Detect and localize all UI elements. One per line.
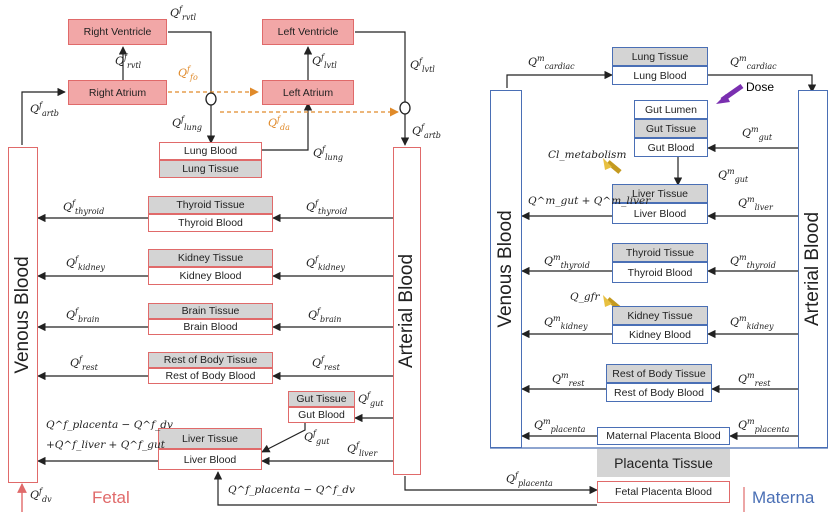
flow-label-gut-in: Qfgut [358,391,384,408]
maternal-lung-blood: Lung Blood [612,66,708,85]
flow-label-gut-out: Qfgut [304,429,330,446]
flow-label-m-cardiac-left: Qmcardiac [528,54,575,71]
fetal-arterial-blood: Arterial Blood [393,147,421,475]
flow-label-m-rest-left: Qmrest [552,371,585,388]
maternal-rest-tissue: Rest of Body Tissue [606,364,712,383]
flow-label-m-gut2: Qmgut [718,167,749,184]
flow-label-lvtl-left: Qflvtl [312,53,337,70]
flow-label-thyroid-right: Qfthyroid [306,199,348,216]
metabolism-arrow [606,160,622,174]
flow-label-rvtl: Qfrvtl [115,53,142,70]
fetal-kidney-blood: Kidney Blood [148,267,273,285]
flow-label-artb-right: Qfartb [412,123,441,140]
fetal-liver-blood: Liver Blood [158,449,262,470]
flow-label-m-rest-right: Qmrest [738,371,771,388]
clearance-metabolism-label: Cl_metabolism [548,149,627,161]
maternal-arterial-blood: Arterial Blood [798,90,828,448]
fetal-liver-out-line1: Q^f_placenta − Q^f_dv [46,419,173,431]
fetal-kidney-tissue: Kidney Tissue [148,249,273,267]
flow-label-brain-right: Qfbrain [308,307,342,324]
flow-label-kidney-left: Qfkidney [66,255,105,272]
flow-label-rvtl-top: Qfrvtl [170,5,197,22]
fetal-brain-tissue: Brain Tissue [148,303,273,319]
flow-label-rest-left: Qfrest [70,355,98,372]
flow-label-m-thyroid-left: Qmthyroid [544,253,590,270]
maternal-gut-tissue: Gut Tissue [634,119,708,138]
maternal-thyroid-tissue: Thyroid Tissue [612,243,708,262]
flow-label-m-kidney-left: Qmkidney [544,314,588,331]
fetal-right-atrium: Right Atrium [68,80,167,105]
flow-label-m-placenta-left: Qmplacenta [534,417,586,434]
fetal-gut-blood: Gut Blood [288,407,355,423]
maternal-kidney-blood: Kidney Blood [612,325,708,344]
maternal-placenta-blood: Maternal Placenta Blood [597,427,730,445]
flow-label-m-cardiac-right: Qmcardiac [730,54,777,71]
placenta-dv-label: Q^f_placenta − Q^f_dv [228,484,355,496]
lung-to-la [262,102,313,151]
maternal-venous-blood: Venous Blood [490,90,522,448]
fetal-liver-tissue: Liver Tissue [158,428,262,449]
flow-label-dv: Qfdv [30,487,52,504]
flow-label-lung-out: Qflung [313,145,343,162]
fetal-brain-blood: Brain Blood [148,319,273,335]
fetal-thyroid-tissue: Thyroid Tissue [148,196,273,214]
flow-label-m-kidney-right: Qmkidney [730,314,774,331]
maternal-gut-blood: Gut Blood [634,138,708,157]
maternal-gut-liver-out: Q^m_gut + Q^m_liver [528,195,651,207]
fetal-placenta-blood: Fetal Placenta Blood [597,481,730,503]
maternal-kidney-tissue: Kidney Tissue [612,306,708,325]
lv-line [355,31,406,104]
fetal-rest-blood: Rest of Body Blood [148,368,273,384]
fetal-liver-out-line2: +Q^f_liver + Q^f_gut [46,439,165,451]
fetal-rest-tissue: Rest of Body Tissue [148,352,273,368]
flow-label-m-placenta-right: Qmplacenta [738,417,790,434]
maternal-liver-tissue: Liver Tissue [612,184,708,203]
flow-label-thyroid-left: Qfthyroid [63,199,105,216]
flow-label-brain-left: Qfbrain [66,307,100,324]
fetal-left-ventricle: Left Ventricle [262,19,354,45]
fetal-label: Fetal [92,488,130,507]
flow-label-lung-in: Qflung [172,115,202,132]
fetal-right-ventricle: Right Ventricle [68,19,167,45]
venous-to-ra [21,87,66,145]
fetal-lung-tissue: Lung Tissue [159,160,262,178]
fetal-left-atrium: Left Atrium [262,80,354,105]
rv-to-lung-line [168,31,212,95]
flow-label-m-thyroid-right: Qmthyroid [730,253,776,270]
fetal-thyroid-blood: Thyroid Blood [148,214,273,232]
flow-label-artb-left: Qfartb [30,101,59,118]
flow-label-placenta-fetal: Qfplacenta [506,471,553,488]
flow-label-kidney-right: Qfkidney [306,255,345,272]
flow-label-da: Qfda [268,115,290,132]
maternal-rest-blood: Rest of Body Blood [606,383,712,402]
flow-label-liver-in: Qfliver [347,441,378,458]
flow-label-fo: Qffo [178,65,198,82]
maternal-gut-lumen: Gut Lumen [634,100,708,119]
flow-label-m-liver: Qmliver [738,195,773,212]
maternal-lung-tissue: Lung Tissue [612,47,708,66]
flow-label-lvtl-right: Qflvtl [410,57,435,74]
gfr-label: Q_gfr [570,291,600,303]
fetal-gut-tissue: Gut Tissue [288,391,355,407]
maternal-liver-blood: Liver Blood [612,203,708,224]
placenta-tissue: Placenta Tissue [597,449,730,477]
fetal-lung-blood: Lung Blood [159,142,262,160]
fetal-venous-blood: Venous Blood [8,147,38,483]
flow-label-rest-right: Qfrest [312,355,340,372]
maternal-thyroid-blood: Thyroid Blood [612,262,708,283]
maternal-label: Materna [752,488,815,507]
flow-label-m-gut: Qmgut [742,125,773,142]
dose-label: Dose [746,80,775,94]
